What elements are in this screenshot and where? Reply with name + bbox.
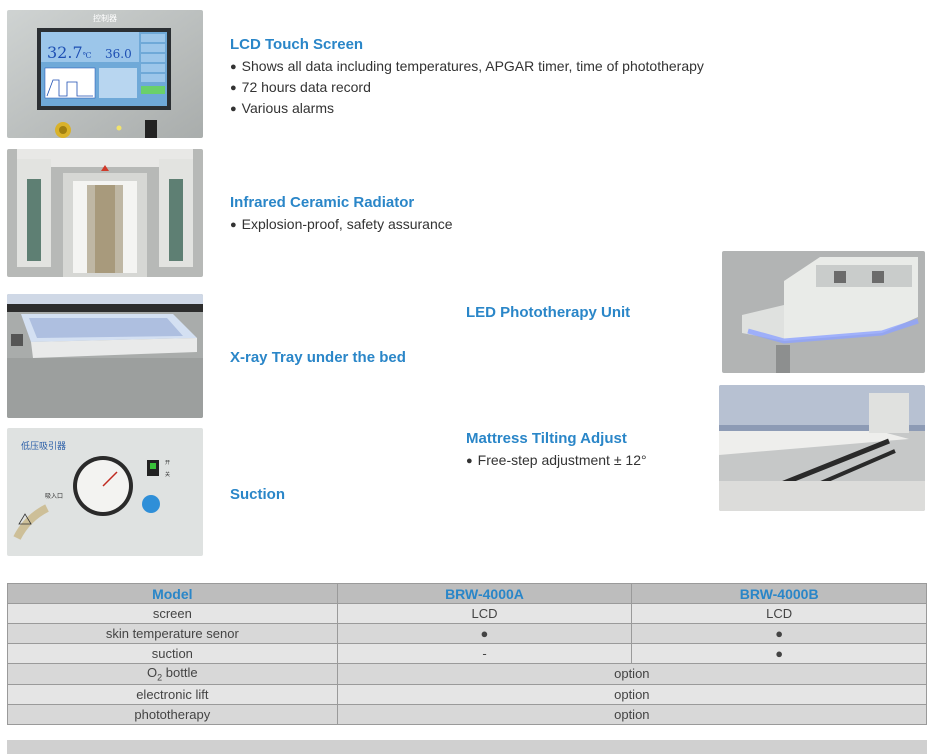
suction-off-label: 关	[165, 471, 170, 478]
feature-title-lcd: LCD Touch Screen	[230, 36, 364, 53]
bullet-item: 72 hours data record	[230, 78, 704, 99]
table-row-label: phototherapy	[7, 703, 338, 725]
bullet-item: Free-step adjustment ± 12°	[466, 451, 647, 472]
suction-on-label: 开	[165, 460, 170, 466]
table-row-label: skin temperature senor	[7, 623, 338, 644]
feature-bullets-radiator: Explosion-proof, safety assurance	[230, 215, 453, 236]
lcd-temp1: 32.7℃	[47, 43, 92, 62]
feature-title-suction: Suction	[230, 486, 285, 503]
suction-inlet-label: 吸入口	[45, 493, 63, 500]
bullet-item: Shows all data including temperatures, A…	[230, 57, 704, 78]
table-cell: -	[336, 643, 633, 664]
table-header-cell: Model	[7, 583, 338, 604]
table-row: electronic lift option	[7, 683, 928, 705]
subscript: 2	[157, 672, 163, 683]
table-header-row: Model BRW-4000A BRW-4000B	[7, 583, 927, 604]
lcd-panel-photo: 控制器 32.7℃ 36.0	[7, 10, 203, 138]
bullet-item: Explosion-proof, safety assurance	[230, 215, 453, 236]
led-unit-photo	[722, 251, 925, 373]
feature-title-radiator: Infrared Ceramic Radiator	[230, 194, 415, 211]
xray-tray-photo	[7, 294, 203, 418]
mattress-tilt-photo	[719, 385, 925, 511]
table-row-label: O2 bottle	[7, 663, 338, 685]
table-cell-merged: option	[336, 703, 928, 725]
table-row: O2 bottle option	[7, 663, 928, 685]
table-cell: ●	[336, 623, 633, 644]
feature-bullets-lcd: Shows all data including temperatures, A…	[230, 57, 704, 120]
table-header-cell: BRW-4000A	[336, 583, 633, 604]
radiator-photo	[7, 149, 203, 277]
table-cell-merged: option	[336, 683, 928, 705]
table-row: skin temperature senor ● ●	[7, 623, 927, 644]
table-header-cell: BRW-4000B	[631, 583, 927, 604]
table-row: screen LCD LCD	[7, 603, 927, 624]
table-cell: LCD	[336, 603, 633, 624]
feature-title-xray: X-ray Tray under the bed	[230, 349, 406, 366]
table-cell-merged: option	[336, 663, 928, 685]
feature-title-led: LED Phototherapy Unit	[466, 304, 631, 321]
table-cell: ●	[631, 643, 927, 664]
feature-title-mattress: Mattress Tilting Adjust	[466, 430, 627, 447]
suction-label: 低压吸引器	[21, 440, 66, 452]
bullet-item: Various alarms	[230, 99, 704, 120]
table-row: phototherapy option	[7, 703, 928, 725]
table-row-label: screen	[7, 603, 338, 624]
suction-photo: 低压吸引器 吸入口 开 关	[7, 428, 203, 556]
spec-table: Model BRW-4000A BRW-4000B screen LCD LCD…	[7, 583, 928, 725]
table-footer-bar	[7, 740, 927, 754]
table-cell: ●	[631, 623, 927, 644]
table-cell: LCD	[631, 603, 927, 624]
feature-bullets-mattress: Free-step adjustment ± 12°	[466, 451, 647, 472]
table-row-label: electronic lift	[7, 683, 338, 705]
lcd-temp2: 36.0	[105, 47, 132, 61]
table-row-label: suction	[7, 643, 338, 664]
lcd-panel-header: 控制器	[93, 13, 117, 23]
table-row: suction - ●	[7, 643, 927, 664]
